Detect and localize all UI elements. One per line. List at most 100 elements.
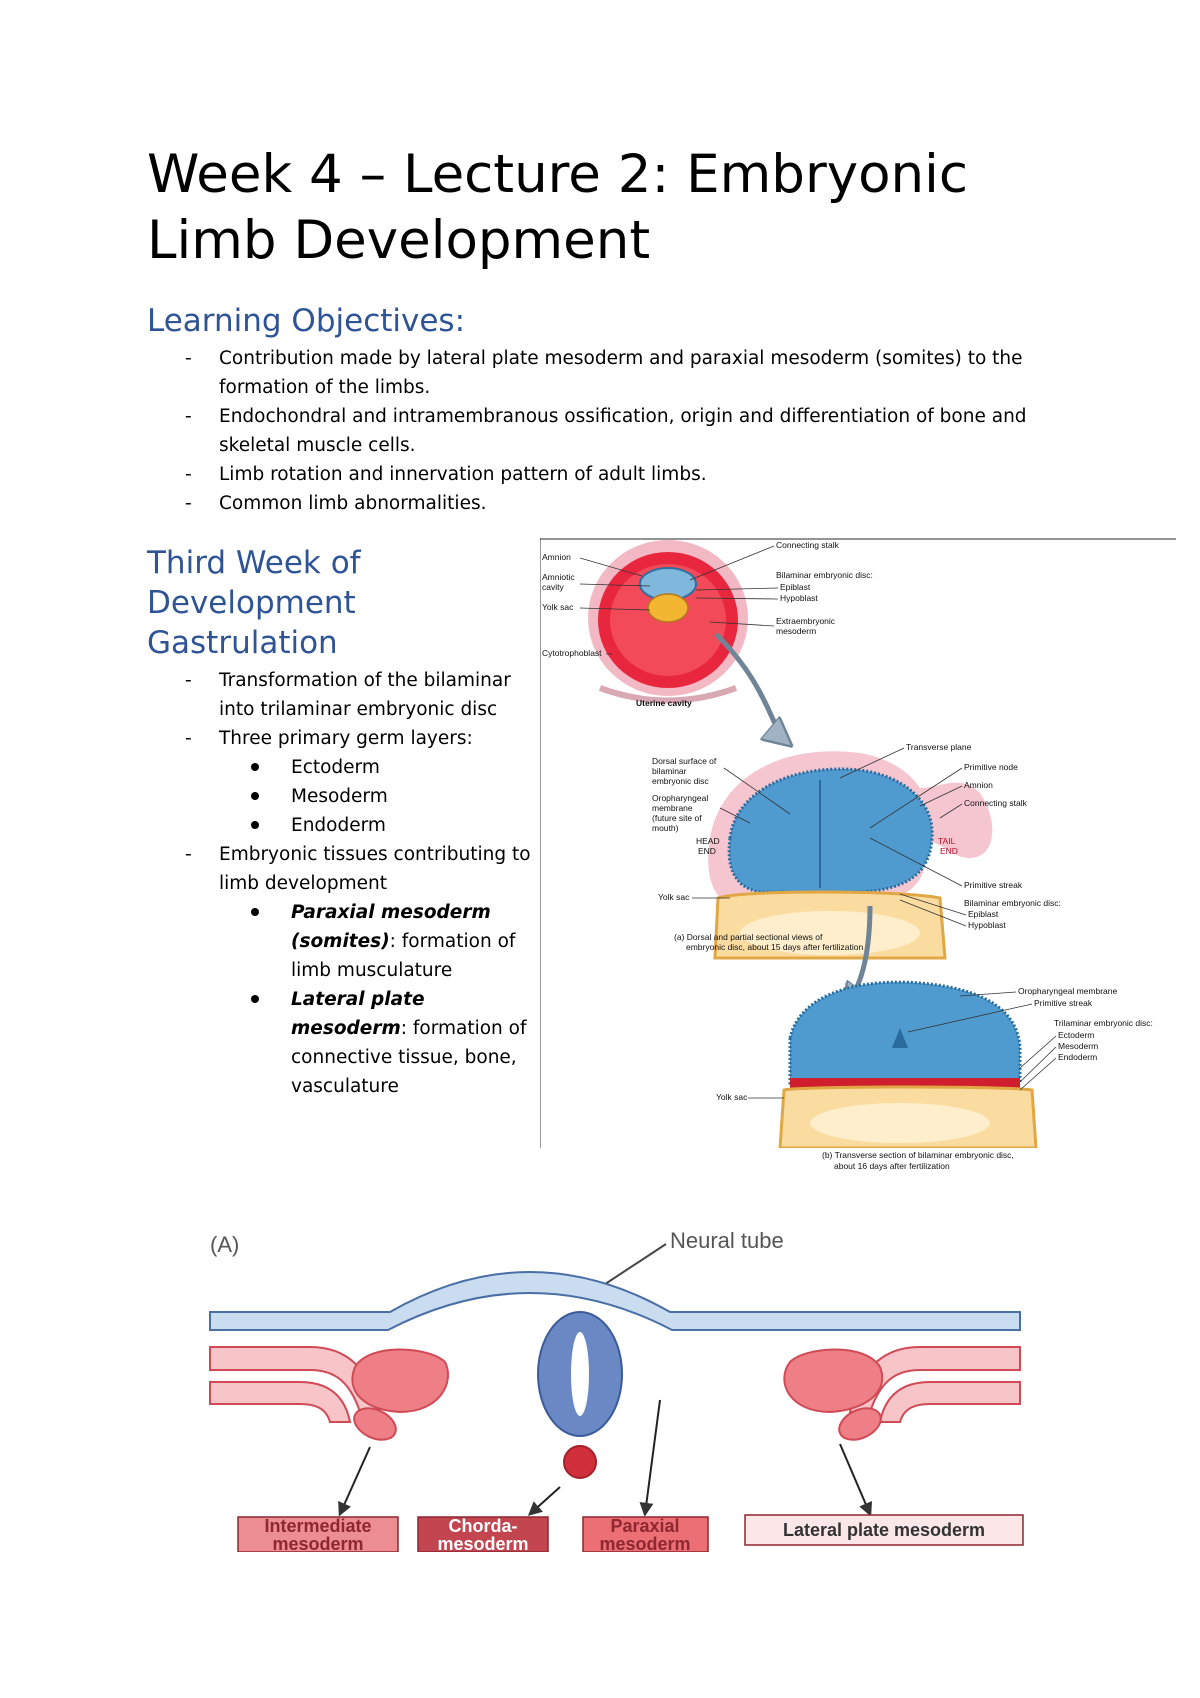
box-paraxial-line: Paraxial [610,1516,679,1536]
intermediate-left [353,1407,397,1441]
label-bilaminar-disc: Bilaminar embryonic disc: [776,570,873,580]
lateral-plate-right-inner [878,1381,1021,1423]
label-head-end: HEAD [696,836,720,846]
label-transverse-plane: Transverse plane [906,742,972,752]
blastocyst-drawing [588,540,748,704]
label-amnion2: Amnion [964,780,993,790]
germ-layer-item: Ectoderm [219,753,537,782]
germ-layer-list: Ectoderm Mesoderm Endoderm [219,753,537,840]
ectoderm-layer [209,1271,1021,1331]
box-lateral-label: Lateral plate mesoderm [783,1520,985,1540]
arrow-chorda [527,1486,561,1516]
label-mesoderm: Mesoderm [1058,1041,1098,1051]
third-week-item: Transformation of the bilaminar into tri… [147,666,537,724]
germ-layer-item: Endoderm [219,811,537,840]
label-dorsal-surface: Dorsal surface of [652,756,717,766]
label-epiblast: Epiblast [780,582,811,592]
neural-tube-label: Neural tube [670,1228,784,1253]
label-extraembryonic: Extraembryonic [776,616,836,626]
label-dorsal-surface: embryonic disc [652,776,709,786]
box-lateral [744,1514,1024,1546]
box-intermediate-line: Intermediate [264,1516,371,1536]
germ-layer-item: Mesoderm [219,782,537,811]
intermediate-right [838,1407,882,1441]
label-oropharyngeal: (future site of [652,813,702,823]
objective-item: Endochondral and intramembranous ossific… [147,402,1027,460]
tissue-list: Paraxial mesoderm (somites): formation o… [219,898,537,1101]
tissue-term: Paraxial mesoderm (somites) [291,902,491,952]
neural-canal [571,1332,589,1416]
label-oropharyngeal2: Oropharyngeal membrane [1018,986,1117,996]
box-chorda-line: mesoderm [437,1534,528,1552]
box-chorda-line: Chorda- [449,1516,518,1536]
transverse-section-drawing [778,980,1038,1148]
caption-a: embryonic disc, about 15 days after fert… [686,942,863,952]
caption-b-area: (b) Transverse section of bilaminar embr… [822,1150,1014,1171]
label-primitive-streak: Primitive streak [964,880,1023,890]
mesoderm-figure: (A) Neural tube Intermediate mesoderm Ch… [209,1228,1024,1552]
box-intermediate [237,1516,399,1552]
third-week-heading-line: Development [147,585,356,621]
label-hypoblast: Hypoblast [780,593,818,603]
tissue-desc: formation of limb musculature [291,931,516,981]
tissue-desc: formation of connective tissue, bone, va… [291,1018,527,1097]
box-chorda [417,1516,549,1552]
somite-left [351,1348,449,1414]
label-connecting-stalk2: Connecting stalk [964,798,1028,808]
somite-right [783,1348,883,1414]
learning-objectives-heading: Learning Objectives: [147,303,466,339]
third-week-heading: Third Week of Development Gastrulation [147,543,527,663]
notochord [563,1445,597,1479]
label-ectoderm: Ectoderm [1058,1030,1094,1040]
tissue-term: Lateral plate mesoderm [291,989,425,1039]
third-week-item-text: Embryonic tissues contributing to limb d… [219,844,531,894]
box-paraxial [582,1516,709,1552]
label-yolk-sac3: Yolk sac [716,1092,748,1102]
third-week-item-text: Transformation of the bilaminar into tri… [219,670,511,720]
label-head-end: END [698,846,716,856]
arrow-paraxial [639,1399,661,1517]
label-amniotic-cavity: cavity [542,582,564,592]
label-dorsal-surface: bilaminar [652,766,687,776]
label-yolk-sac: Yolk sac [542,602,574,612]
label-hypoblast2: Hypoblast [968,920,1006,930]
label-extraembryonic: mesoderm [776,626,816,636]
label-tail-end: END [940,846,958,856]
label-yolk-sac2: Yolk sac [658,892,690,902]
label-connecting-stalk: Connecting stalk [776,540,840,550]
label-endoderm: Endoderm [1058,1052,1097,1062]
gastrulation-figure: Amnion Amniotic cavity Yolk sac Cytotrop… [540,538,1176,1148]
third-week-item: Embryonic tissues contributing to limb d… [147,840,537,1101]
third-week-heading-line: Gastrulation [147,625,338,661]
third-week-item-text: Three primary germ layers: [219,728,473,749]
objective-item: Limb rotation and innervation pattern of… [147,460,1027,489]
label-bilaminar-disc2: Bilaminar embryonic disc: [964,898,1061,908]
caption-b: (b) Transverse section of bilaminar embr… [822,1150,1014,1160]
lateral-plate-left-inner [209,1381,352,1423]
label-oropharyngeal: Oropharyngeal [652,793,708,803]
third-week-heading-line: Third Week of [147,545,361,581]
third-week-item: Three primary germ layers: Ectoderm Meso… [147,724,537,840]
label-primitive-node: Primitive node [964,762,1018,772]
label-oropharyngeal: membrane [652,803,693,813]
label-oropharyngeal: mouth) [652,823,679,833]
label-uterine-cavity: Uterine cavity [636,698,692,708]
tissue-item: Paraxial mesoderm (somites): formation o… [219,898,537,985]
box-intermediate-line: mesoderm [272,1534,363,1552]
label-cytotrophoblast: Cytotrophoblast [542,648,602,658]
label-epiblast2: Epiblast [968,909,999,919]
label-amniotic-cavity: Amniotic [542,572,575,582]
label-amnion: Amnion [542,552,571,562]
tissue-item: Lateral plate mesoderm: formation of con… [219,985,537,1101]
arrow-lateral [839,1443,873,1517]
caption-b: about 16 days after fertilization [834,1161,950,1171]
box-paraxial-line: mesoderm [599,1534,690,1552]
objective-item: Contribution made by lateral plate mesod… [147,344,1027,402]
lateral-plate-right [848,1346,1021,1413]
objective-item: Common limb abnormalities. [147,489,1027,518]
panel-label: (A) [210,1232,239,1257]
arrow-intermediate [338,1446,371,1517]
caption-a: (a) Dorsal and partial sectional views o… [674,932,823,942]
page-title: Week 4 – Lecture 2: Embryonic Limb Devel… [147,144,968,271]
third-week-list: Transformation of the bilaminar into tri… [147,666,537,1101]
